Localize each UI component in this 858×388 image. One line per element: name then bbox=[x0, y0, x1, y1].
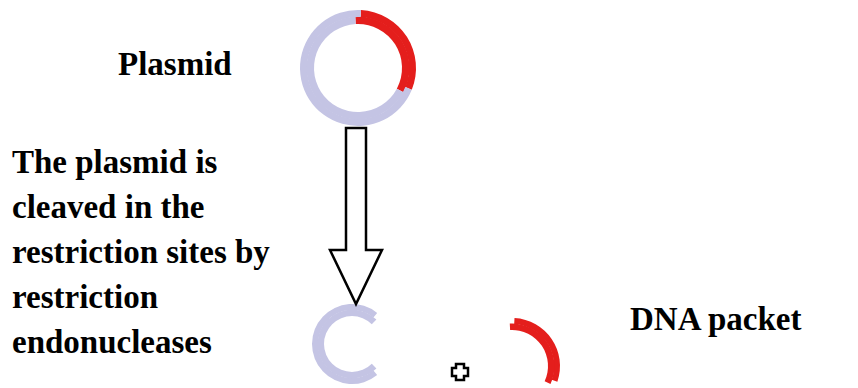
plasmid-ring bbox=[300, 10, 416, 126]
plus-symbol bbox=[452, 364, 468, 380]
process-note: The plasmid is cleaved in the restrictio… bbox=[12, 140, 304, 365]
dna-strand-half bbox=[317, 310, 376, 379]
part-name: Plasmid bbox=[118, 44, 278, 84]
dna-strand-half bbox=[307, 17, 404, 120]
dna-strand-half bbox=[300, 10, 412, 126]
dna-strand bbox=[355, 10, 416, 92]
opened-plasmid bbox=[312, 304, 377, 384]
dna-strand bbox=[510, 318, 560, 384]
part-name: DNA packet bbox=[630, 299, 850, 339]
dna-strand-half bbox=[355, 17, 409, 93]
dna-strand bbox=[312, 304, 377, 384]
dna-strand bbox=[300, 10, 412, 126]
process-arrow bbox=[330, 128, 382, 304]
dna-strand-half bbox=[312, 304, 377, 384]
dna-strand-half bbox=[510, 323, 555, 383]
dna-packet-arc bbox=[510, 318, 560, 384]
